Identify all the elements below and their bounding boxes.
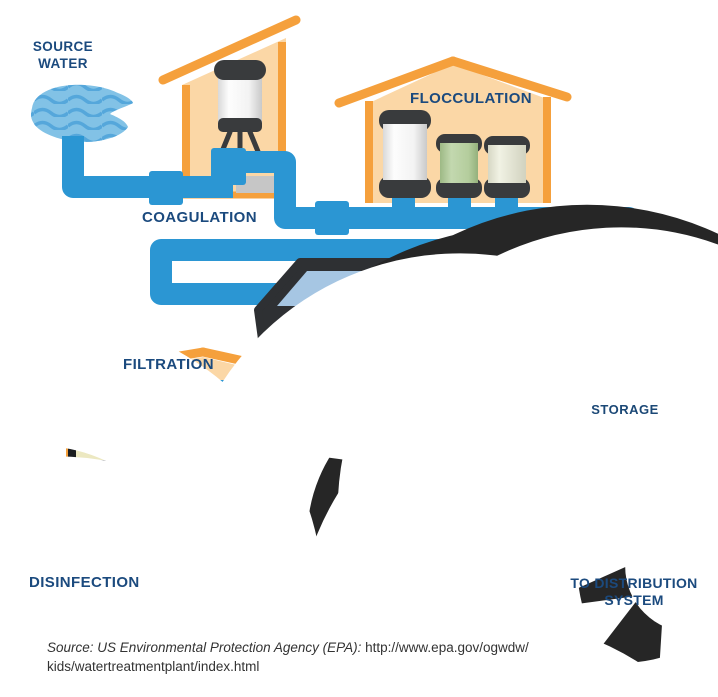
source-water-label: SOURCE WATER <box>32 39 94 71</box>
citation-url-line2: kids/watertreatmentplant/index.html <box>47 659 260 674</box>
coagulation-label: COAGULATION <box>142 209 257 226</box>
clarification-label: CLARIFICATION <box>282 321 403 337</box>
pump-riser-box <box>211 148 246 185</box>
disinfection-label: DISINFECTION <box>29 574 140 591</box>
equipment-platform <box>236 176 278 193</box>
to-distribution-label: TO DISTRIBUTION SYSTEM <box>570 575 698 608</box>
filtration-label: FILTRATION <box>123 356 214 373</box>
source-water-pond <box>31 84 133 142</box>
flocculation-tank-green <box>436 134 482 198</box>
flocculation-house-roof-left <box>334 56 458 108</box>
mixer-fans <box>149 171 718 697</box>
coagulation-house-roof <box>158 15 301 85</box>
flocculation-tank-cream <box>484 136 530 198</box>
flocculation-tank-large <box>379 110 431 198</box>
flocculation-house-roof-right <box>448 56 572 102</box>
citation-attribution: Source: US Environmental Protection Agen… <box>47 640 362 655</box>
citation-url-line1: http://www.epa.gov/ogwdw/ <box>365 640 529 655</box>
flocculation-label: FLOCCULATION <box>410 90 533 107</box>
filtration-house-roof-left <box>56 347 208 381</box>
storage-label: STORAGE <box>591 402 659 417</box>
flow-arrow-icon <box>269 684 718 697</box>
coagulation-tank <box>214 60 266 157</box>
source-citation: Source: US Environmental Protection Agen… <box>47 638 607 676</box>
flocculation-tanks <box>379 110 530 198</box>
